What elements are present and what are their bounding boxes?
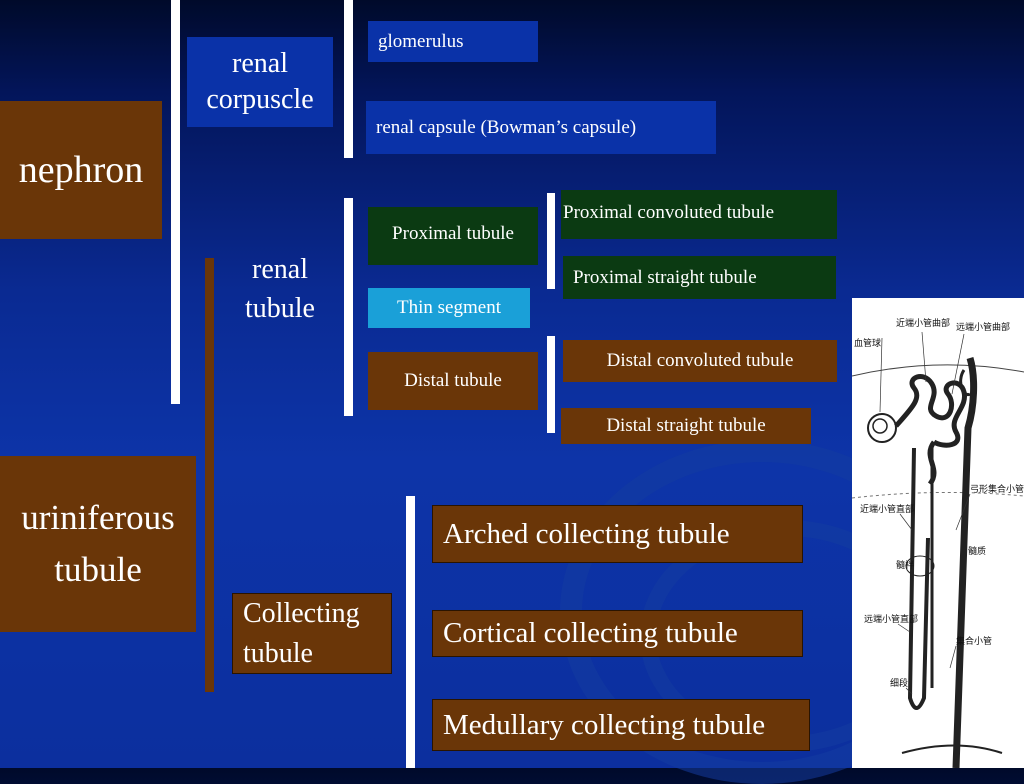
figure-label-arched-collecting: 弓形集合小管: [970, 483, 1024, 495]
proximal-straight-label: Proximal straight tubule: [573, 266, 757, 288]
bracket-bar-renal-tubule: [344, 198, 353, 416]
proximal-tubule-box: Proximal tubule: [368, 207, 538, 265]
uriniferous-label-line2: tubule: [54, 550, 142, 589]
cortical-collecting-box: Cortical collecting tubule: [432, 610, 803, 657]
collecting-tubule-label-line1: Collecting: [243, 598, 360, 630]
cortical-collecting-label: Cortical collecting tubule: [443, 617, 738, 649]
distal-convoluted-label: Distal convoluted tubule: [606, 350, 794, 371]
distal-tubule-box: Distal tubule: [368, 352, 538, 410]
renal-capsule-box: renal capsule (Bowman’s capsule): [366, 101, 716, 154]
proximal-convoluted-label: Proximal convoluted tubule: [563, 202, 775, 223]
bracket-bar-distal: [547, 336, 555, 433]
proximal-convoluted-box: Proximal convoluted tubule: [561, 190, 837, 239]
figure-label-medulla: 髓质: [968, 545, 986, 557]
thin-segment-box: Thin segment: [368, 288, 530, 328]
distal-convoluted-box: Distal convoluted tubule: [563, 340, 837, 382]
renal-tubule-label-line2: tubule: [245, 293, 315, 325]
collecting-tubule-box: Collecting tubule: [232, 593, 392, 674]
figure-label-loop: 髓袢: [896, 559, 914, 571]
renal-corpuscle-box: renal corpuscle: [187, 37, 333, 127]
uriniferous-label-line1: uriniferous: [21, 497, 175, 537]
bracket-bar-corpuscle: [344, 0, 353, 158]
renal-tubule-label-line1: renal: [252, 254, 308, 285]
proximal-tubule-label: Proximal tubule: [392, 223, 514, 244]
distal-tubule-label: Distal tubule: [404, 370, 502, 391]
figure-label-thin-segment: 细段: [890, 677, 908, 689]
bracket-bar-collecting: [406, 496, 415, 768]
uriniferous-tubule-box: uriniferous tubule: [0, 456, 196, 632]
figure-label-proximal-straight: 近端小管直部: [860, 503, 914, 515]
renal-corpuscle-label-line1: renal: [232, 47, 288, 79]
bracket-bar-nephron: [171, 0, 180, 404]
nephron-box: nephron: [0, 101, 162, 239]
distal-straight-label: Distal straight tubule: [606, 415, 766, 436]
bracket-bar-uriniferous: [205, 258, 214, 692]
glomerulus-box: glomerulus: [368, 21, 538, 62]
nephron-drawing: 血管球 近端小管曲部 远端小管曲部 弓形集合小管 近端小管直部 髓质 髓袢 远端…: [851, 317, 1024, 769]
figure-label-collecting: 集合小管: [956, 635, 992, 647]
collecting-tubule-label-line2: tubule: [243, 637, 313, 669]
medullary-collecting-label: Medullary collecting tubule: [443, 708, 766, 741]
renal-corpuscle-label-line2: corpuscle: [206, 84, 314, 115]
thin-segment-label: Thin segment: [397, 297, 501, 318]
distal-straight-box: Distal straight tubule: [561, 408, 811, 444]
figure-label-proximal-convoluted: 近端小管曲部: [896, 317, 950, 329]
figure-label-distal-convoluted: 远端小管曲部: [956, 321, 1010, 333]
bracket-bar-proximal: [547, 193, 555, 289]
renal-tubule-label: renal tubule: [218, 250, 342, 328]
arched-collecting-box: Arched collecting tubule: [432, 505, 803, 563]
nephron-illustration: 血管球 近端小管曲部 远端小管曲部 弓形集合小管 近端小管直部 髓质 髓袢 远端…: [851, 298, 1024, 769]
nephron-label: nephron: [18, 149, 144, 191]
arched-collecting-label: Arched collecting tubule: [443, 517, 730, 550]
glomerulus-label: glomerulus: [378, 31, 464, 52]
proximal-straight-box: Proximal straight tubule: [563, 256, 836, 299]
figure-label-distal-straight: 远端小管直部: [864, 613, 918, 625]
figure-label-glomerulus: 血管球: [854, 337, 881, 349]
renal-capsule-label: renal capsule (Bowman’s capsule): [376, 116, 637, 138]
medullary-collecting-box: Medullary collecting tubule: [432, 699, 810, 751]
